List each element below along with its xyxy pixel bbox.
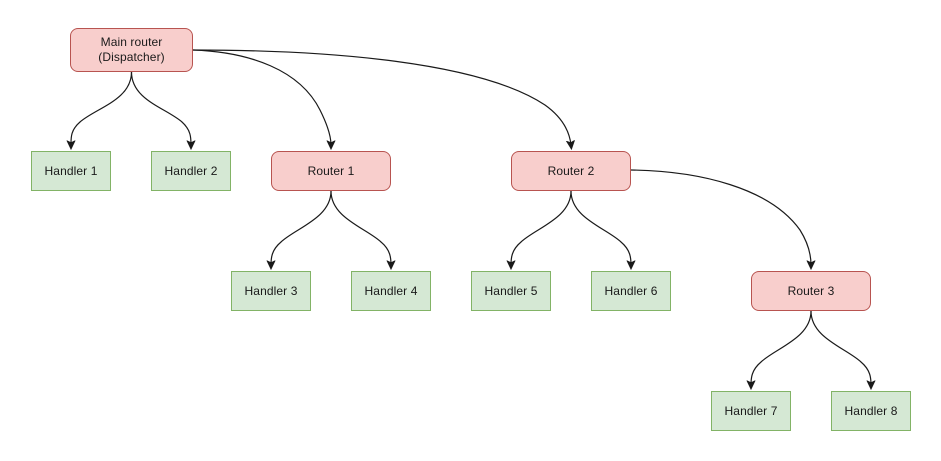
node-label-handler-1: Handler 1 [44,163,98,178]
node-label-handler-5: Handler 5 [484,283,538,298]
edge-main-router-to-router-2[interactable] [192,49,571,145]
node-handler-3[interactable]: Handler 3 [231,271,311,311]
edge-router-2-to-router-3[interactable] [630,169,811,265]
edge-router-1-to-handler-4[interactable] [330,190,391,265]
node-router-1[interactable]: Router 1 [271,151,391,191]
node-router-3[interactable]: Router 3 [751,271,871,311]
node-label-handler-8: Handler 8 [844,403,898,418]
node-label-router-2: Router 2 [547,163,595,178]
node-handler-8[interactable]: Handler 8 [831,391,911,431]
node-label-handler-6: Handler 6 [604,283,658,298]
edge-router-2-to-handler-5[interactable] [511,190,572,265]
node-main-router[interactable]: Main router (Dispatcher) [70,28,193,72]
node-handler-7[interactable]: Handler 7 [711,391,791,431]
edges-group [71,49,871,385]
node-handler-5[interactable]: Handler 5 [471,271,551,311]
node-label-main-router: Main router (Dispatcher) [98,35,165,64]
node-label-handler-2: Handler 2 [164,163,218,178]
edge-main-router-to-handler-1[interactable] [71,71,133,145]
node-handler-6[interactable]: Handler 6 [591,271,671,311]
node-label-handler-4: Handler 4 [364,283,418,298]
node-label-router-1: Router 1 [307,163,355,178]
edge-router-1-to-handler-3[interactable] [271,190,332,265]
node-router-2[interactable]: Router 2 [511,151,631,191]
edge-main-router-to-router-1[interactable] [192,49,331,145]
node-handler-1[interactable]: Handler 1 [31,151,111,191]
edge-router-3-to-handler-8[interactable] [810,310,871,385]
edge-router-2-to-handler-6[interactable] [570,190,631,265]
edge-router-3-to-handler-7[interactable] [751,310,812,385]
node-label-handler-3: Handler 3 [244,283,298,298]
node-label-handler-7: Handler 7 [724,403,778,418]
node-handler-4[interactable]: Handler 4 [351,271,431,311]
edge-main-router-to-handler-2[interactable] [130,71,192,145]
node-handler-2[interactable]: Handler 2 [151,151,231,191]
node-label-router-3: Router 3 [787,283,835,298]
